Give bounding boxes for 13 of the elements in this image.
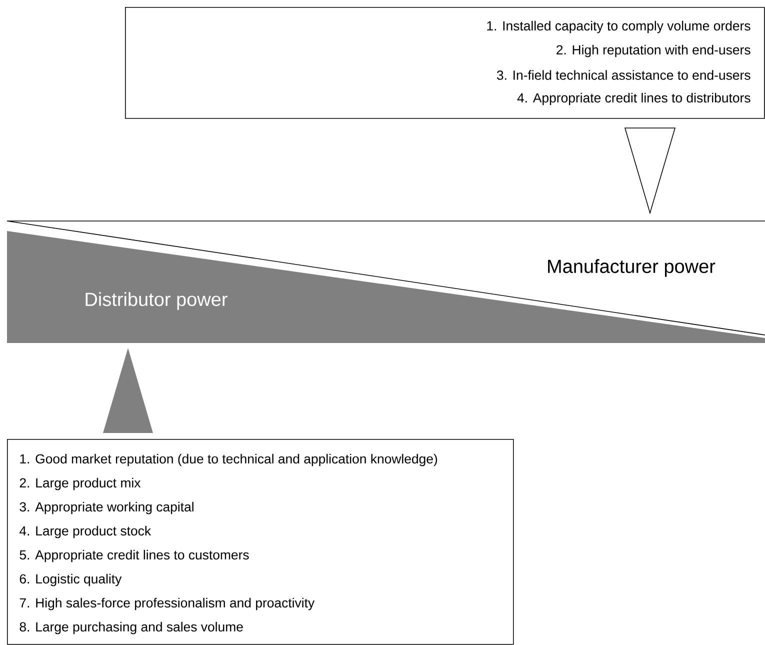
list-item: 2. High reputation with end-users [556, 44, 750, 58]
wedge-triangle [103, 348, 153, 433]
list-item: 4. Appropriate credit lines to distributors [517, 92, 750, 106]
list-item: 1. Installed capacity to comply volume orders [487, 20, 750, 34]
list-item: 2. Large product mix [20, 478, 141, 490]
list-item: 1. Good market reputation (due to technical and application knowledge) [20, 454, 438, 466]
list-item: 7. High sales-force professionalism and proactivity [20, 598, 315, 610]
list-item: 4. Large product stock [20, 526, 152, 538]
list-item: 3. Appropriate working capital [20, 502, 194, 514]
list-item: 6. Logistic quality [20, 574, 122, 586]
list-item: 8. Large purchasing and sales volume [20, 622, 243, 634]
list-item: 5. Appropriate credit lines to customers [20, 550, 249, 562]
list-item: 3. In-field technical assistance to end-users [496, 70, 750, 80]
